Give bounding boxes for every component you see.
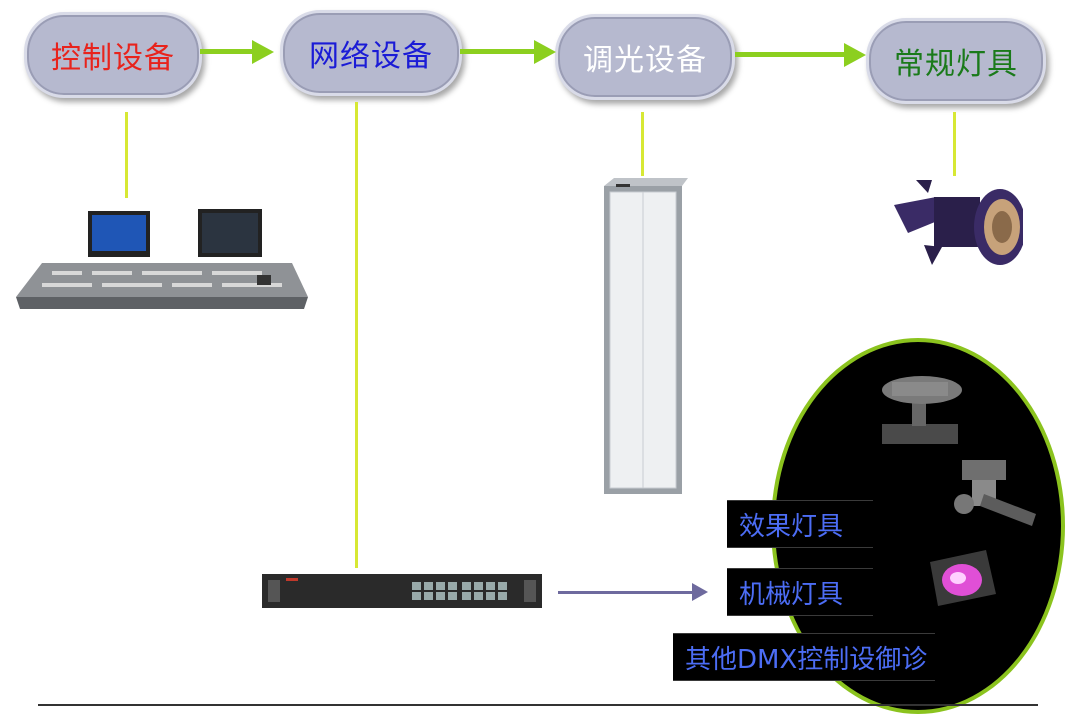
bottom-divider — [38, 704, 1038, 706]
label-other-text: 其他DMX控制设御诊 — [685, 644, 928, 675]
arrow-switch-to-fixtures — [558, 591, 693, 594]
effect-light-image — [930, 550, 996, 606]
label-effect-text: 效果灯具 — [739, 511, 844, 542]
connector-dimming — [641, 112, 644, 176]
arrow-3-4-head — [844, 43, 866, 67]
node-network-equipment: 网络设备 — [280, 10, 462, 96]
node-control-equipment: 控制设备 — [24, 12, 202, 98]
scanner-light-image — [954, 460, 1036, 526]
connector-control — [125, 112, 128, 198]
arrow-2-3 — [460, 49, 538, 54]
node-dimming-equipment: 调光设备 — [555, 14, 735, 100]
moving-head-image — [882, 376, 962, 444]
label-moving-fixtures: 机械灯具 — [727, 568, 873, 616]
node-control-label: 控制设备 — [51, 41, 175, 76]
connector-conventional — [953, 112, 956, 176]
profile-spotlight-image — [894, 180, 1023, 265]
connector-network — [355, 102, 358, 568]
label-effect-fixtures: 效果灯具 — [727, 500, 873, 548]
arrow-switch-to-fixtures-head — [692, 583, 708, 601]
node-dimming-label: 调光设备 — [583, 43, 707, 78]
arrow-3-4 — [735, 52, 847, 57]
dimmer-rack-image — [604, 178, 688, 494]
label-moving-text: 机械灯具 — [739, 579, 844, 610]
lighting-console-image — [16, 209, 308, 309]
node-conventional-fixture: 常规灯具 — [866, 18, 1046, 104]
label-other-dmx: 其他DMX控制设御诊 — [673, 633, 935, 681]
arrow-1-2 — [200, 49, 256, 54]
arrow-2-3-head — [534, 40, 556, 64]
node-network-label: 网络设备 — [309, 39, 433, 74]
node-conventional-label: 常规灯具 — [894, 47, 1018, 82]
arrow-1-2-head — [252, 40, 274, 64]
network-switch-image — [262, 574, 542, 608]
